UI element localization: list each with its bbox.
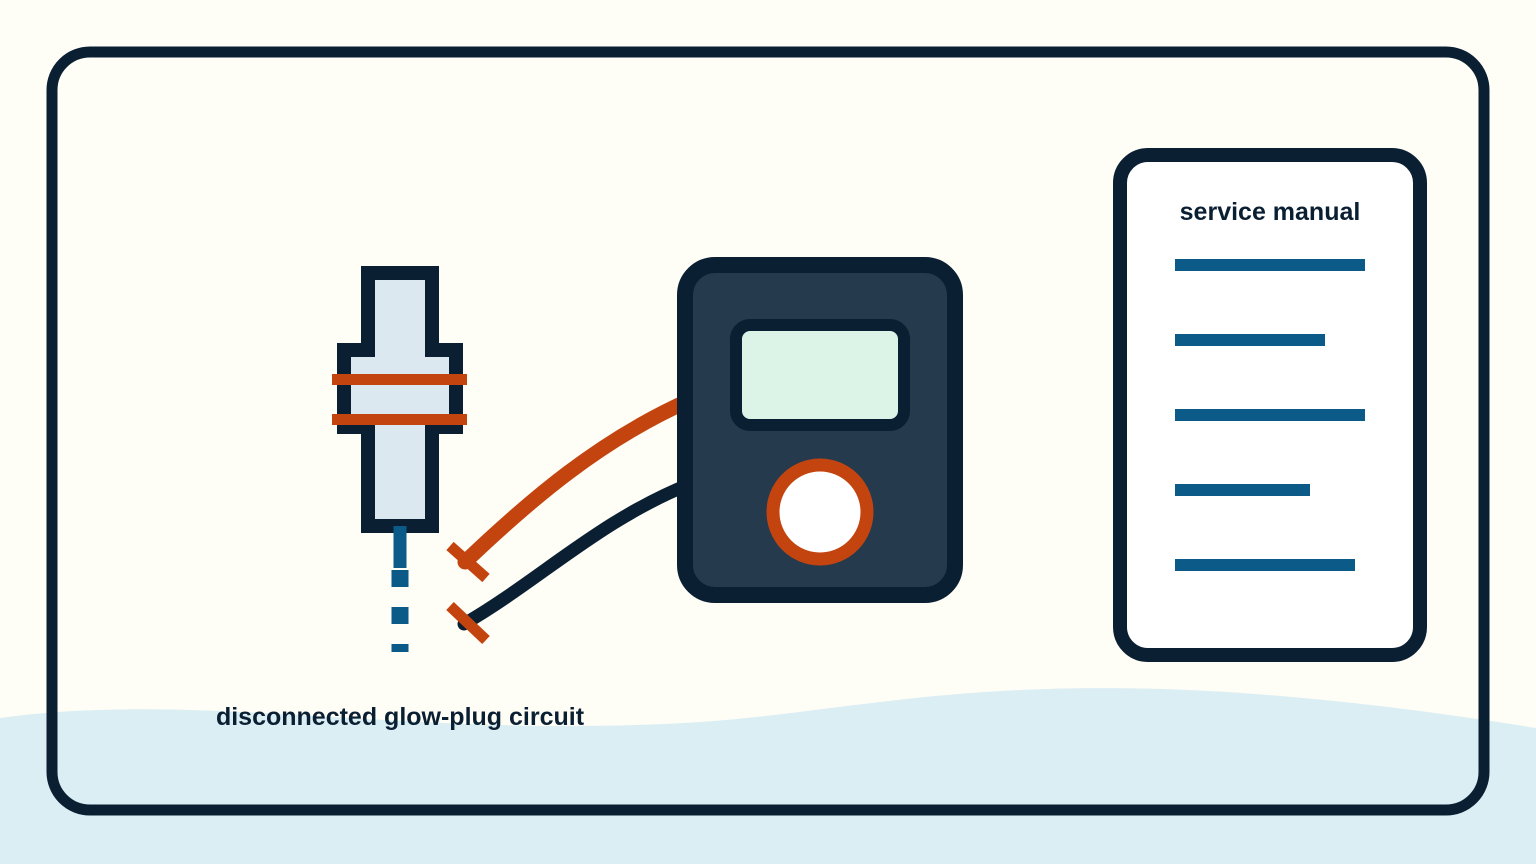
glow-plug-body [337, 266, 463, 533]
multimeter-icon [677, 257, 963, 603]
red-probe-tip [446, 541, 490, 583]
test-lead-icon [446, 392, 698, 644]
glow-plug-icon [332, 266, 467, 652]
glow-plug-band-lower [332, 414, 467, 425]
circuit-caption: disconnected glow-plug circuit [216, 703, 585, 731]
background-wave [0, 688, 1536, 864]
black-probe-tip [446, 602, 490, 644]
multimeter-dial [766, 458, 874, 566]
black-test-lead [457, 477, 697, 631]
red-test-lead [457, 392, 698, 570]
outer-frame [46, 46, 1490, 816]
glow-plug-band-upper [332, 374, 467, 385]
multimeter-screen [730, 319, 910, 431]
service-manual-icon: service manual [1113, 148, 1427, 662]
service-manual-page [1113, 148, 1427, 662]
service-manual-title: service manual [1180, 198, 1361, 226]
